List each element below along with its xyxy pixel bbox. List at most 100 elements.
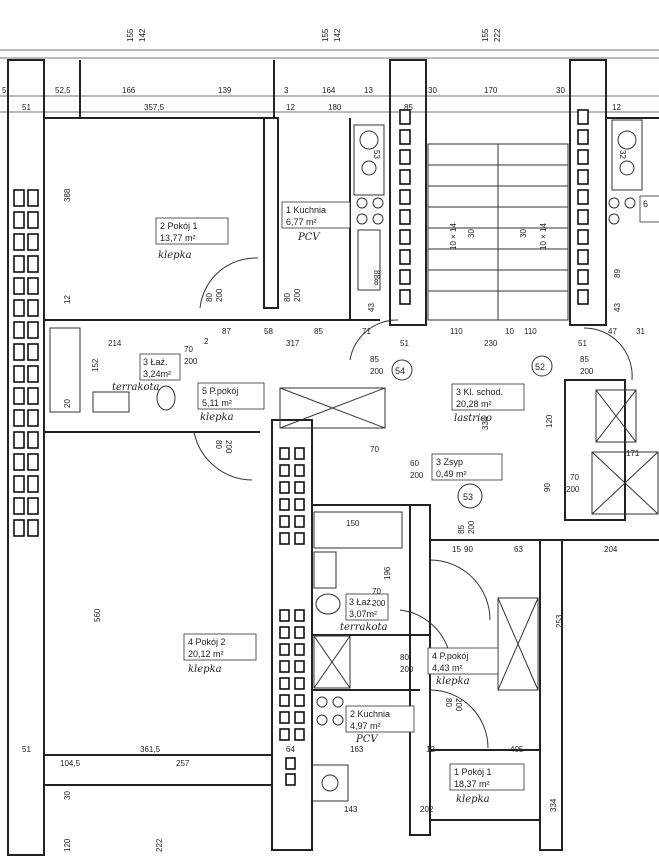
- svg-text:200: 200: [454, 698, 463, 712]
- svg-text:317: 317: [286, 339, 300, 348]
- svg-text:2: 2: [204, 337, 209, 346]
- stair-label-right: 10 × 14: [539, 223, 548, 250]
- svg-text:43: 43: [613, 303, 622, 312]
- staircase: 10 × 14 30 30 10 × 14: [427, 143, 569, 321]
- svg-text:120: 120: [545, 414, 554, 428]
- svg-text:80: 80: [400, 653, 409, 662]
- svg-text:70: 70: [372, 587, 381, 596]
- room-label-pokoj-2: 4 Pokój 2 20,12 m² klepka: [183, 633, 257, 675]
- svg-text:3 Kl. schod.: 3 Kl. schod.: [456, 387, 503, 397]
- svg-text:4,43 m²: 4,43 m²: [432, 663, 463, 673]
- svg-text:4 Pokój 2: 4 Pokój 2: [188, 637, 226, 647]
- svg-text:85: 85: [314, 327, 323, 336]
- svg-text:30: 30: [428, 86, 437, 95]
- svg-text:143: 143: [344, 805, 358, 814]
- svg-text:214: 214: [108, 339, 122, 348]
- svg-text:3,24m²: 3,24m²: [143, 369, 171, 379]
- misc-dimensions: 152 20 120 334 90 171 150 196 15 90 63 2…: [22, 150, 640, 852]
- dim-top-2: 142: [138, 28, 147, 42]
- svg-text:166: 166: [122, 86, 136, 95]
- svg-text:388: 388: [63, 188, 72, 202]
- svg-text:70: 70: [370, 445, 379, 454]
- svg-text:3: 3: [284, 86, 289, 95]
- stair-label-mid2: 30: [519, 229, 528, 238]
- svg-text:200: 200: [224, 440, 233, 454]
- svg-text:20,28 m²: 20,28 m²: [456, 399, 492, 409]
- apartment-marker-53: 53: [457, 483, 483, 509]
- svg-text:85: 85: [370, 355, 379, 364]
- svg-text:30: 30: [63, 791, 72, 800]
- svg-text:58: 58: [264, 327, 273, 336]
- svg-text:361,5: 361,5: [140, 745, 161, 754]
- svg-text:lastrico: lastrico: [454, 413, 492, 424]
- svg-text:51: 51: [400, 339, 409, 348]
- svg-text:120: 120: [63, 838, 72, 852]
- door-openings: 80 200 80 200 70 200 85 200 85 200 80 20…: [184, 288, 594, 712]
- svg-text:200: 200: [370, 367, 384, 376]
- elevator-shafts: [279, 387, 659, 691]
- svg-text:klepka: klepka: [158, 250, 192, 261]
- room-label-kuchnia-lower: 2 Kuchnia 4,97 m² PCV: [345, 705, 415, 745]
- stair-label-left: 10 × 14: [449, 223, 458, 250]
- svg-text:80: 80: [205, 293, 214, 302]
- svg-text:90: 90: [543, 483, 552, 492]
- svg-text:5,11 m²: 5,11 m²: [202, 398, 232, 408]
- svg-text:171: 171: [626, 449, 640, 458]
- svg-text:51: 51: [22, 103, 31, 112]
- svg-text:85: 85: [580, 355, 589, 364]
- svg-text:334: 334: [481, 416, 490, 430]
- wall-dimensions: 388 12 214 87 2 58 317 85 71 51 110 230 …: [63, 188, 645, 348]
- svg-text:222: 222: [155, 838, 164, 852]
- svg-text:70: 70: [184, 345, 193, 354]
- svg-text:klepka: klepka: [188, 664, 222, 675]
- dimension-row-2: 51 357,5 12 180 85 12: [0, 103, 659, 113]
- svg-text:560: 560: [93, 608, 102, 622]
- svg-text:85: 85: [457, 525, 466, 534]
- svg-text:163: 163: [350, 745, 364, 754]
- svg-text:257: 257: [176, 759, 190, 768]
- svg-text:63: 63: [514, 545, 523, 554]
- svg-text:6: 6: [643, 199, 648, 209]
- dim-top-6: 222: [493, 28, 502, 42]
- svg-text:47: 47: [608, 327, 617, 336]
- kitchen-fixtures-top: [353, 124, 385, 291]
- svg-text:1 Pokój 1: 1 Pokój 1: [454, 767, 492, 777]
- room-label-ppokoj-top: 5 P.pokój 5,11 m² klepka: [197, 382, 265, 423]
- svg-text:88: 88: [372, 270, 381, 279]
- svg-text:PCV: PCV: [355, 734, 379, 745]
- svg-text:30: 30: [556, 86, 565, 95]
- svg-text:164: 164: [322, 86, 336, 95]
- svg-text:13,77 m²: 13,77 m²: [160, 233, 196, 243]
- svg-text:200: 200: [400, 665, 414, 674]
- svg-text:200: 200: [215, 288, 224, 302]
- svg-text:klepka: klepka: [456, 794, 490, 805]
- svg-text:152: 152: [91, 358, 100, 372]
- svg-text:13: 13: [364, 86, 373, 95]
- vent-blocks-lower: [279, 447, 305, 786]
- room-label-6-partial: 6: [639, 195, 659, 223]
- svg-text:200: 200: [566, 485, 580, 494]
- svg-text:200: 200: [467, 520, 476, 534]
- svg-text:85: 85: [404, 103, 413, 112]
- door-arcs: [193, 257, 633, 749]
- svg-text:5 P.pokój: 5 P.pokój: [202, 386, 238, 396]
- dim-top-5: 155: [481, 28, 490, 42]
- svg-text:64: 64: [286, 745, 295, 754]
- svg-text:12: 12: [612, 103, 621, 112]
- room-label-pokoj-1-top: 2 Pokój 1 13,77 m² klepka: [155, 217, 229, 261]
- svg-text:12: 12: [426, 745, 435, 754]
- svg-text:80: 80: [444, 698, 453, 707]
- svg-text:200: 200: [184, 357, 198, 366]
- svg-text:253: 253: [555, 614, 564, 628]
- svg-text:51: 51: [22, 745, 31, 754]
- svg-text:3 Zsyp: 3 Zsyp: [436, 457, 463, 467]
- svg-text:200: 200: [372, 599, 386, 608]
- bathroom-fixtures-1: [49, 327, 176, 413]
- room-label-klatka-schodowa: 3 Kl. schod. 20,28 m² lastrico: [451, 383, 525, 424]
- svg-text:180: 180: [328, 103, 342, 112]
- dim-top-3: 155: [321, 28, 330, 42]
- svg-text:20,12 m²: 20,12 m²: [188, 649, 224, 659]
- svg-text:52,5: 52,5: [55, 86, 71, 95]
- vent-blocks-left: [13, 189, 39, 537]
- svg-text:110: 110: [524, 327, 537, 336]
